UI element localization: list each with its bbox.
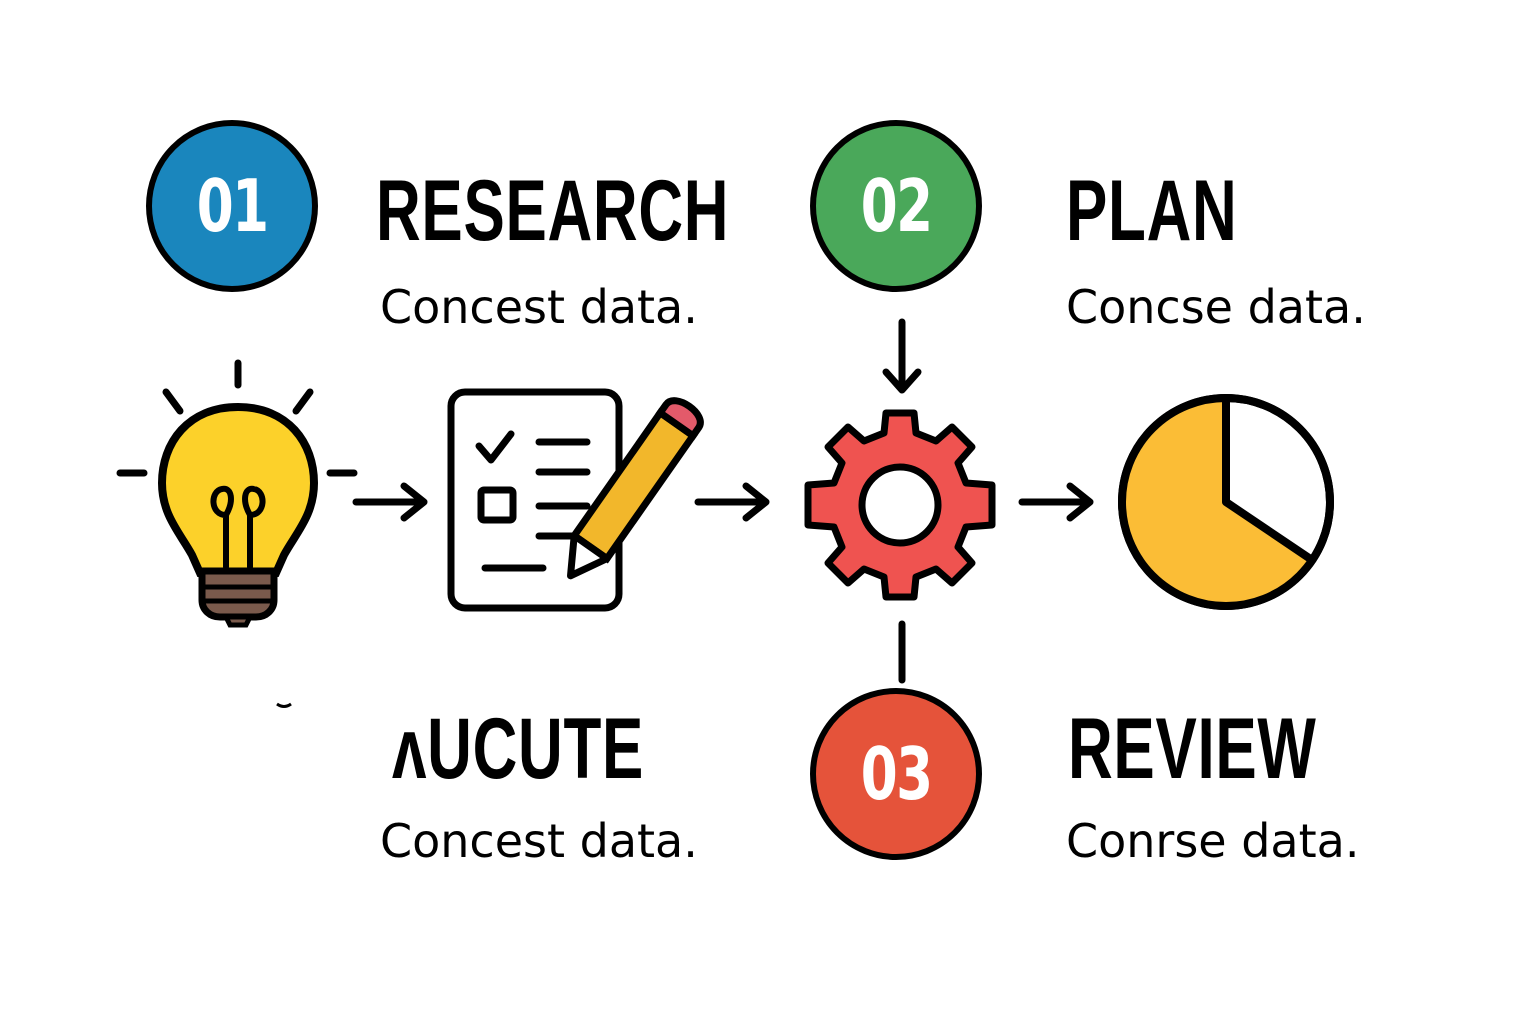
checklist-pencil-icon [447, 388, 704, 612]
step-02-description: Concse data. [1066, 280, 1366, 334]
step-02-number: 02 [860, 164, 933, 248]
execute-description: Concest data. [380, 814, 698, 868]
step-03-number: 03 [860, 732, 933, 816]
arrow-down-icon [882, 318, 922, 394]
lightbulb-icon [116, 359, 358, 628]
stray-mark [276, 702, 292, 708]
gear-icon [804, 409, 996, 601]
step-03-badge: 03 [810, 688, 982, 860]
step-01-title: RESEARCH [376, 163, 730, 259]
step-01-badge: 01 [146, 120, 318, 292]
connector-line [898, 620, 906, 684]
arrow-right-icon [694, 482, 770, 522]
step-03-title: REVIEW [1068, 701, 1317, 797]
step-01-description: Concest data. [380, 280, 698, 334]
step-02-badge: 02 [810, 120, 982, 292]
arrow-right-icon [352, 482, 428, 522]
pie-chart-icon [1118, 394, 1334, 610]
step-03-description: Conrse data. [1066, 814, 1360, 868]
execute-title: ʌUCUTE [392, 701, 645, 797]
arrow-right-icon [1018, 482, 1094, 522]
step-01-number: 01 [196, 164, 269, 248]
step-02-title: PLAN [1066, 163, 1238, 259]
